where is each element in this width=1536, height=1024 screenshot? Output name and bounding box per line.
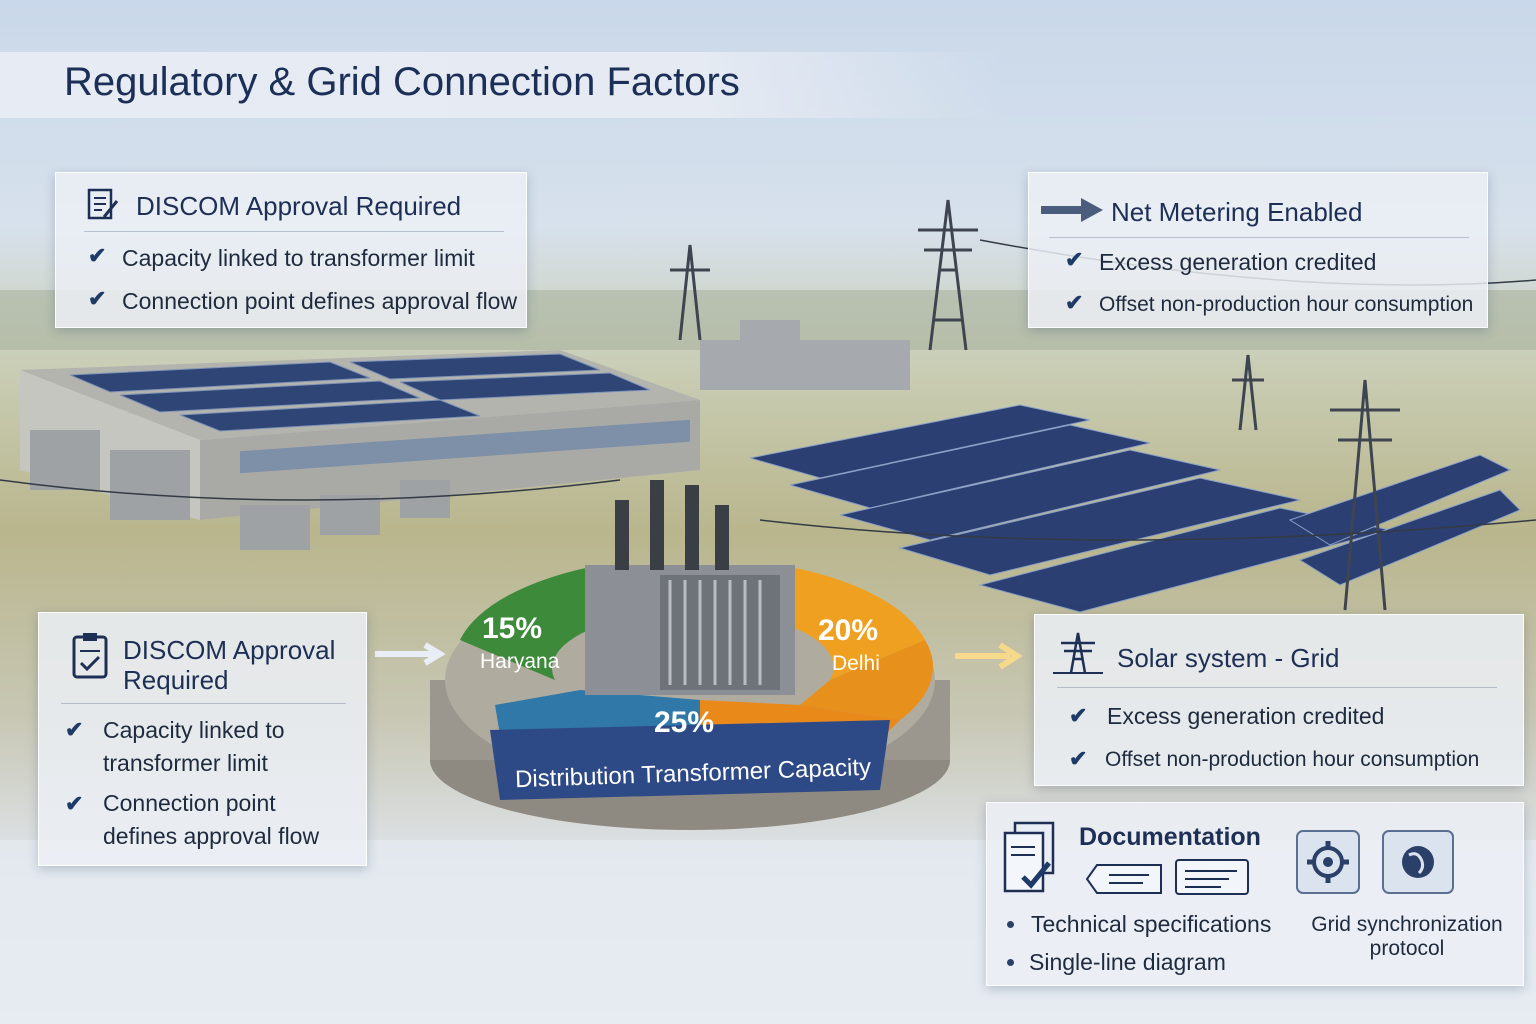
panel-title: DISCOM Approval Required: [123, 635, 336, 695]
arrow-graphics: [375, 642, 1023, 670]
bullet: [1007, 959, 1014, 966]
check-icon: ✔: [65, 791, 84, 816]
ring-segment-center-value: 25%: [654, 706, 715, 739]
solar-grid-panel: Solar system - Grid ✔ Excess generation …: [1034, 614, 1524, 786]
check-icon: ✔: [88, 286, 107, 311]
panel-title: Solar system - Grid: [1117, 643, 1340, 673]
divider: [61, 703, 346, 704]
net-metering-panel: Net Metering Enabled ✔ Excess generation…: [1028, 172, 1488, 328]
title-banner: [0, 52, 1000, 118]
discom-approval-panel-side: DISCOM Approval Required ✔ Capacity link…: [38, 612, 367, 866]
check-icon: ✔: [1069, 746, 1088, 771]
list-item: Connection point defines approval flow: [103, 790, 320, 849]
discom-approval-panel-top: DISCOM Approval Required ✔ Capacity link…: [55, 172, 527, 328]
gear-icon: [1296, 830, 1360, 894]
bullet: [1007, 921, 1014, 928]
list-item: Grid synchronization protocol: [1311, 913, 1503, 960]
ring-segment-delhi-value: 20%: [818, 614, 879, 647]
document-edit-icon: [87, 188, 119, 220]
list-item: Offset non-production hour consumption: [1105, 748, 1480, 771]
divider: [1049, 237, 1469, 238]
divider: [84, 231, 504, 232]
list-item: Single-line diagram: [1029, 949, 1226, 975]
list-item: Excess generation credited: [1099, 249, 1377, 275]
panel-title: Net Metering Enabled: [1111, 197, 1363, 227]
list-item: Capacity linked to transformer limit: [122, 245, 475, 271]
list-item: Offset non-production hour consumption: [1099, 293, 1474, 316]
check-icon: ✔: [65, 717, 84, 742]
check-icon: ✔: [88, 243, 107, 268]
list-item: Technical specifications: [1031, 911, 1272, 937]
check-icon: ✔: [1065, 247, 1084, 272]
ring-segment-haryana-value: 15%: [482, 612, 543, 645]
id-card-icon: [1175, 859, 1249, 895]
list-item: Capacity linked to transformer limit: [103, 717, 285, 776]
globe-icon: [1382, 830, 1454, 894]
tag-icon: [1085, 864, 1162, 894]
documentation-panel: Documentation Technical spec: [986, 802, 1524, 986]
list-item: Excess generation credited: [1107, 703, 1385, 729]
check-icon: ✔: [1069, 703, 1088, 728]
arrow-right-icon: [1041, 198, 1103, 222]
transmission-tower-icon: [1053, 632, 1103, 674]
check-icon: ✔: [1065, 290, 1084, 315]
clipboard-check-icon: [72, 633, 108, 679]
panel-title: Documentation: [1079, 823, 1261, 851]
page-title: Regulatory & Grid Connection Factors: [64, 60, 740, 104]
panel-title: DISCOM Approval Required: [136, 191, 462, 221]
ring-segment-delhi-label: Delhi: [832, 652, 880, 675]
list-item: Connection point defines approval flow: [122, 288, 518, 314]
ring-segment-haryana-label: Haryana: [480, 650, 560, 673]
divider: [1057, 687, 1497, 688]
documents-check-icon: [1003, 821, 1055, 893]
